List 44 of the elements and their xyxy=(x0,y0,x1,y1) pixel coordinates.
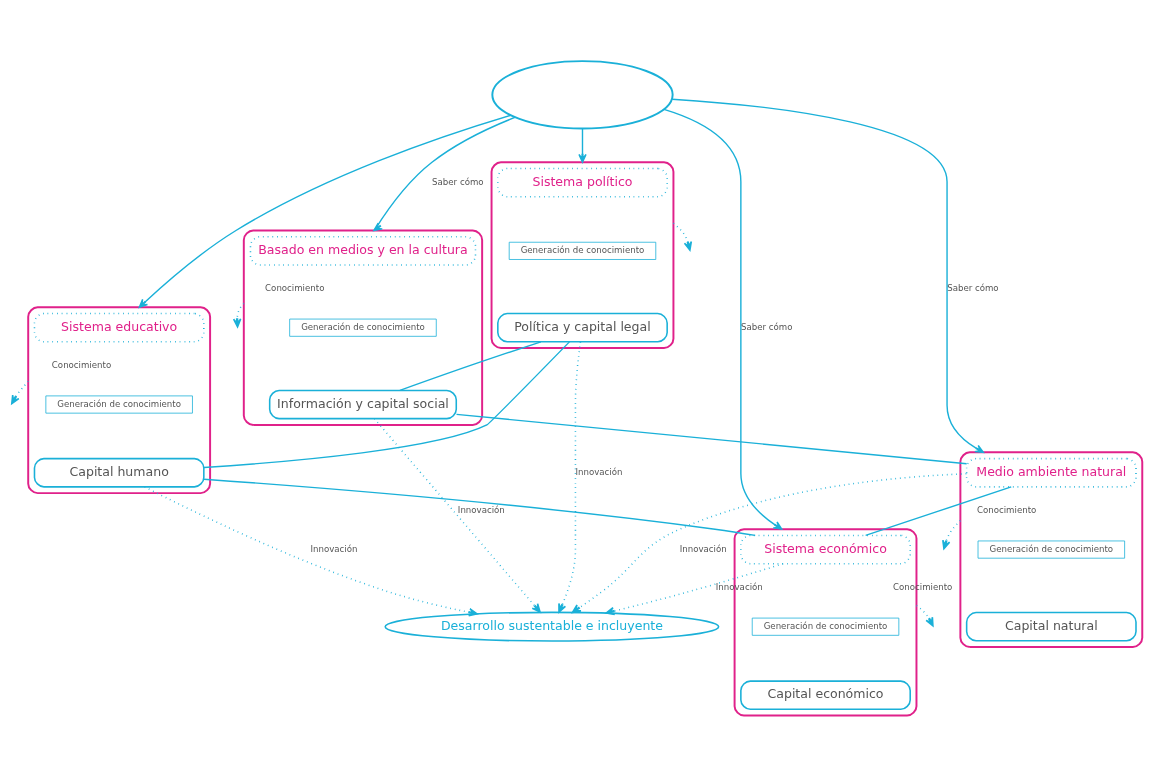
cluster xyxy=(959,451,1144,649)
connector xyxy=(399,341,542,392)
edge-label: Innovación xyxy=(310,543,358,554)
node-box: Generación de conocimiento xyxy=(508,241,657,260)
arrow xyxy=(663,108,783,530)
cluster xyxy=(242,229,484,426)
arrow xyxy=(143,486,478,617)
cluster xyxy=(27,306,212,495)
connector xyxy=(203,341,571,469)
arrow xyxy=(138,114,512,308)
node-box: Sistema educativo xyxy=(33,312,205,343)
arrow xyxy=(558,341,582,613)
arrow xyxy=(373,418,541,613)
node-box: Capital humano xyxy=(33,457,205,488)
arrow xyxy=(671,98,985,454)
edge-label: Conocimiento xyxy=(265,283,325,294)
arrow xyxy=(605,562,784,616)
edge-label: Innovación xyxy=(575,466,623,477)
node-box: Generación de conocimiento xyxy=(751,617,900,636)
node-box: Capital natural xyxy=(965,611,1137,642)
connector xyxy=(455,413,968,465)
node-box: Generación de conocimiento xyxy=(977,540,1126,559)
node-box: Medio ambiente natural xyxy=(965,457,1137,488)
node-box: Sistema económico xyxy=(740,534,911,565)
arrow xyxy=(373,116,516,232)
cluster xyxy=(490,161,675,350)
connector xyxy=(864,486,1012,537)
arrow xyxy=(578,128,587,163)
node-ellipse xyxy=(491,60,674,130)
node-box: Sistema político xyxy=(497,167,668,198)
node-box: Información y capital social xyxy=(268,389,458,420)
edge-label: Conocimiento xyxy=(976,505,1037,516)
edge-label: Innovación xyxy=(679,543,727,554)
node-box: Capital económico xyxy=(740,680,911,711)
node-box: Política y capital legal xyxy=(497,312,668,343)
edge-label: Saber cómo xyxy=(947,283,999,294)
edge-label: Conocimiento xyxy=(51,360,112,371)
node-box: Basado en medios y en la cultura xyxy=(249,235,477,266)
node-box: Generación de conocimiento xyxy=(289,318,437,337)
node-box: Generación de conocimiento xyxy=(45,395,193,414)
edge-label: Innovación xyxy=(457,505,505,516)
node-ellipse: Desarrollo sustentable e incluyente xyxy=(384,611,720,642)
connector xyxy=(203,478,756,537)
edge-label: Saber cómo xyxy=(432,176,484,187)
